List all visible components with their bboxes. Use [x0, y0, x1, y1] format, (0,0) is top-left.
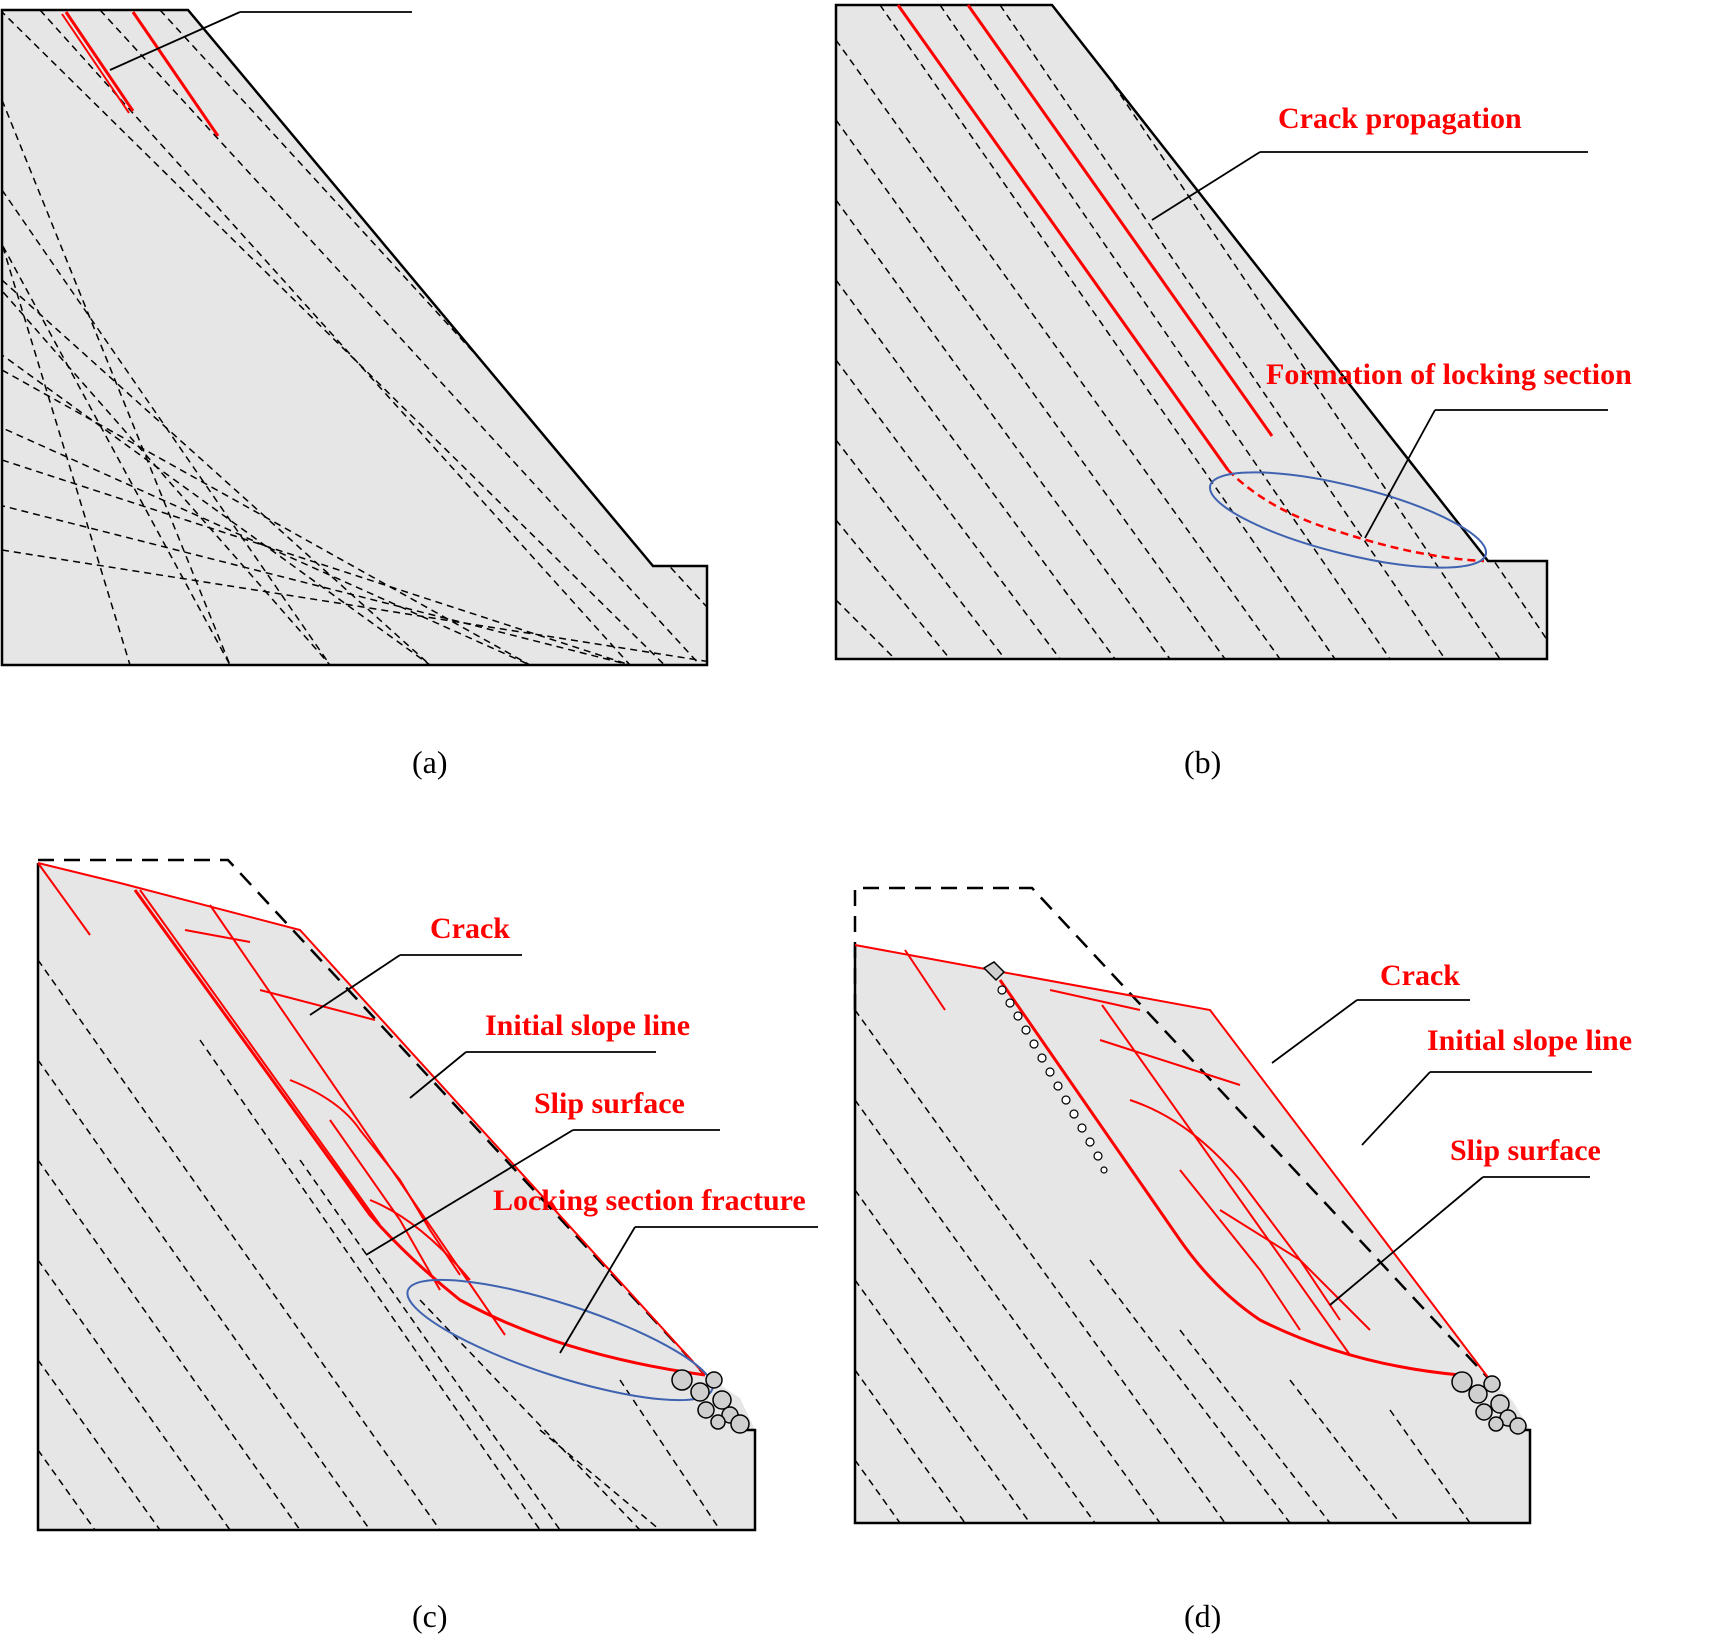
panel-b: Crack propagation Formation of locking s… — [834, 3, 1632, 780]
label-crack: Crack — [1380, 959, 1460, 992]
label-initial-slope-line: Initial slope line — [485, 1009, 690, 1042]
label-initial-slope-line: Initial slope line — [1427, 1024, 1632, 1057]
label-locking-fracture: Locking section fracture — [493, 1184, 806, 1217]
panel-caption: (d) — [1184, 1598, 1221, 1634]
rock-debris — [671, 1369, 750, 1434]
label-locking-formation: Formation of locking section — [1266, 358, 1632, 391]
locking-section-crack — [1227, 469, 1485, 563]
crushed-zone — [982, 961, 1108, 1174]
joint-set — [38, 959, 721, 1530]
propagated-crack-1 — [896, 4, 1230, 471]
panel-d: Crack Initial slope line Slip surface (d… — [853, 886, 1632, 1634]
panel-c: Crack Initial slope line Slip surface Lo… — [36, 858, 818, 1634]
slope-body — [855, 945, 1530, 1523]
slip-surface — [998, 979, 1461, 1377]
label-slip-surface: Slip surface — [1450, 1134, 1601, 1167]
panel-caption: (c) — [412, 1598, 448, 1634]
panel-caption: (a) — [412, 744, 448, 780]
locking-section-ellipse — [1208, 471, 1488, 569]
initial-crack-2 — [131, 11, 220, 137]
initial-slope-line — [853, 886, 1491, 1381]
initial-slope-line — [38, 858, 706, 1376]
label-crack-propagation: Crack propagation — [1278, 102, 1522, 135]
slip-surface — [133, 889, 706, 1377]
slope-body — [38, 863, 755, 1530]
joint-set — [855, 1009, 1471, 1523]
rock-debris — [1451, 1371, 1527, 1435]
slope-body — [0, 8, 709, 667]
leader-line — [109, 11, 241, 71]
label-slip-surface: Slip surface — [534, 1087, 685, 1120]
initial-crack-1 — [64, 11, 135, 112]
propagated-crack-2 — [966, 4, 1274, 437]
joint-set — [836, 5, 1547, 659]
locking-fracture-ellipse — [406, 1278, 714, 1402]
label-crack: Crack — [430, 912, 510, 945]
sliding-mass-outline — [854, 944, 1491, 1381]
panel-a: (a) — [0, 8, 709, 780]
panel-caption: (b) — [1184, 744, 1221, 780]
